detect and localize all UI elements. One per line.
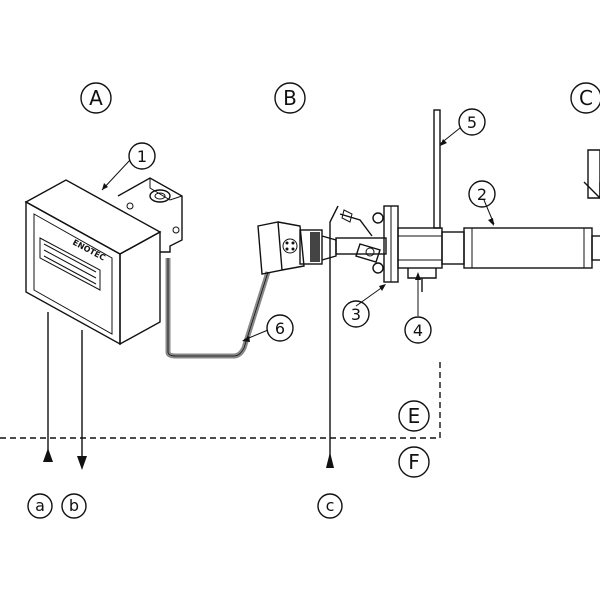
connecting-cable (165, 258, 271, 359)
brand-logo-text: ENOTEC (71, 238, 107, 263)
connection-label-b: b (61, 493, 87, 519)
svg-text:C: C (579, 86, 593, 110)
svg-text:3: 3 (351, 305, 361, 324)
component-number-3: 3 (342, 300, 370, 328)
arrow-up-icon (326, 452, 334, 468)
connection-label-c: c (317, 493, 343, 519)
zone-label-F: F (398, 446, 430, 478)
connection-label-a: a (27, 493, 53, 519)
svg-text:A: A (89, 86, 103, 110)
svg-text:4: 4 (413, 321, 423, 340)
svg-text:B: B (283, 86, 297, 110)
zone-label-E: E (398, 400, 430, 432)
svg-text:c: c (326, 496, 335, 515)
section-label-B: B (274, 82, 306, 114)
section-label-A: A (80, 82, 112, 114)
probe-assembly (335, 109, 600, 292)
signal-line-a (43, 312, 53, 462)
svg-text:2: 2 (477, 185, 487, 204)
svg-text:b: b (69, 496, 79, 515)
leader-lines (101, 127, 495, 342)
svg-text:5: 5 (467, 113, 477, 132)
svg-text:E: E (408, 404, 421, 428)
component-number-2: 2 (468, 180, 496, 208)
electronics-housing: ENOTEC (24, 177, 183, 346)
svg-text:1: 1 (137, 147, 147, 166)
cable-connector (257, 221, 337, 275)
component-number-1: 1 (128, 142, 156, 170)
svg-text:F: F (408, 450, 420, 474)
signal-line-c (326, 205, 339, 468)
svg-text:6: 6 (275, 319, 285, 338)
svg-text:a: a (35, 496, 45, 515)
arrow-up-icon (43, 448, 53, 462)
signal-line-b (77, 330, 87, 470)
arrow-down-icon (77, 456, 87, 470)
section-label-C: C (570, 82, 600, 114)
zone-boundary-line (0, 360, 441, 439)
gas-flow-arrow-icon (587, 149, 600, 199)
component-number-5: 5 (458, 108, 486, 136)
component-number-6: 6 (266, 314, 294, 342)
component-number-4: 4 (404, 316, 432, 344)
